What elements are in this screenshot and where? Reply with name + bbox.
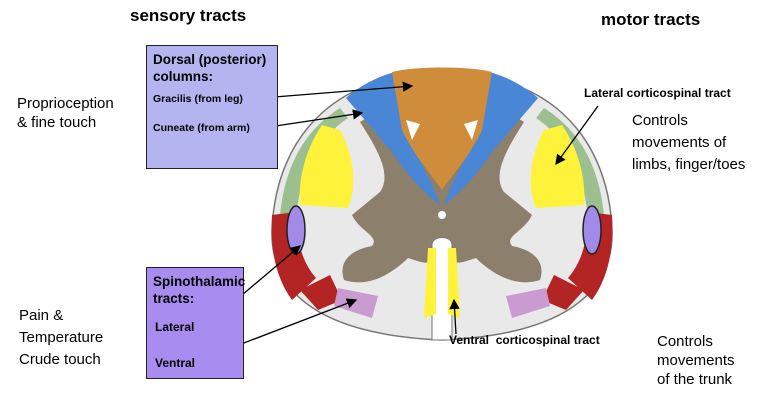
- proprioception-line2: & fine touch: [17, 113, 114, 132]
- trunk-line3: of the trunk: [657, 370, 735, 389]
- ventral-label: Ventral: [155, 355, 195, 371]
- proprioception-line1: Proprioception: [17, 94, 114, 113]
- spinothalamic-title-line2: tracts:: [153, 291, 194, 307]
- central-canal: [438, 211, 446, 219]
- lateral-label: Lateral: [155, 319, 194, 335]
- pain-line3: Crude touch: [19, 349, 103, 371]
- limbs-note: Controls movements of limbs, finger/toes: [632, 110, 745, 176]
- gracilis-label: Gracilis (from leg): [153, 93, 243, 105]
- limbs-line3: limbs, finger/toes: [632, 154, 745, 176]
- spinothalamic-box: Spinothalamic tracts: Lateral Ventral: [146, 267, 244, 379]
- spinothalamic-title-line1: Spinothalamic: [153, 274, 245, 290]
- trunk-note: Controls movements of the trunk: [657, 332, 735, 389]
- limbs-line1: Controls: [632, 110, 745, 132]
- dorsal-title-line2: columns:: [153, 69, 213, 85]
- cuneate-label: Cuneate (from arm): [153, 122, 250, 134]
- lateral-corticospinal-label: Lateral corticospinal tract: [584, 86, 731, 100]
- ventral-corticospinal-label: Ventral corticospinal tract: [449, 333, 600, 347]
- trunk-line2: movements: [657, 351, 735, 370]
- pain-line2: Temperature: [19, 327, 103, 349]
- limbs-line2: movements of: [632, 132, 745, 154]
- proprioception-note: Proprioception & fine touch: [17, 94, 114, 132]
- pain-line1: Pain &: [19, 305, 103, 327]
- pain-note: Pain & Temperature Crude touch: [19, 305, 103, 371]
- trunk-line1: Controls: [657, 332, 735, 351]
- left-lateral-spinothalamic: [287, 206, 305, 254]
- right-lateral-spinothalamic: [583, 206, 601, 254]
- dorsal-title-line1: Dorsal (posterior): [153, 52, 266, 68]
- dorsal-columns-box: Dorsal (posterior) columns: Gracilis (fr…: [146, 45, 278, 169]
